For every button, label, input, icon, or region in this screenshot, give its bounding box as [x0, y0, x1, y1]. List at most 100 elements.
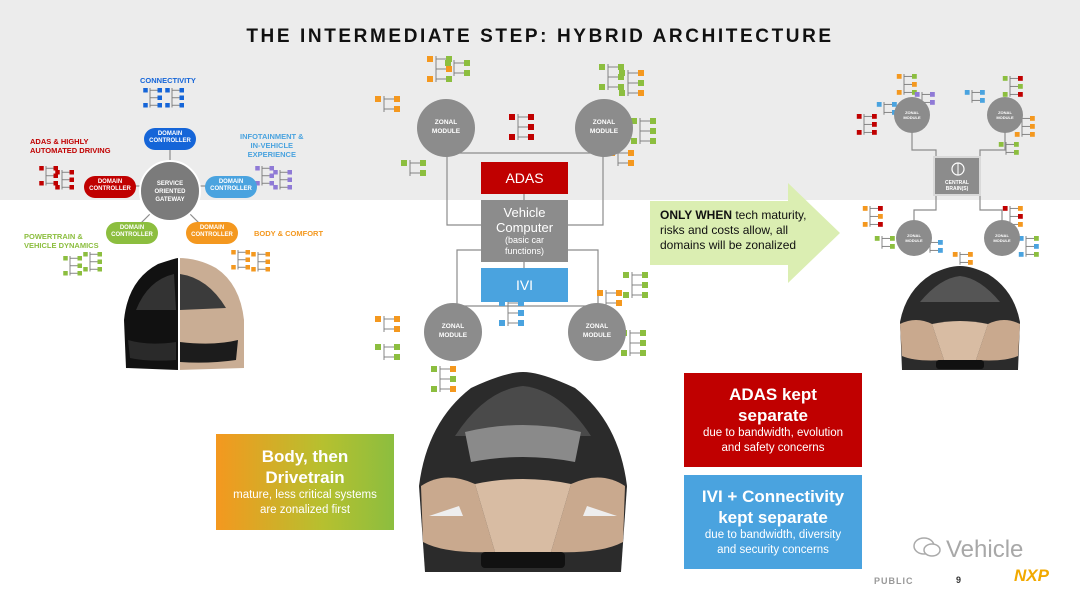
tree-node — [528, 134, 534, 140]
tree-node — [856, 114, 862, 119]
tree-node — [265, 252, 270, 257]
tree-node — [930, 92, 935, 97]
tree-node — [618, 64, 624, 70]
tree-node — [930, 100, 935, 105]
component-tree — [874, 236, 895, 249]
tree-node — [63, 256, 68, 261]
zonal-module-rear-right: ZONAL MODULE — [568, 303, 626, 361]
car-zonal-illustration — [419, 372, 627, 572]
rz-l1: ZONAL — [995, 233, 1009, 238]
tree-node — [874, 236, 880, 241]
transition-bold: ONLY WHEN — [660, 208, 733, 222]
tree-node — [269, 181, 274, 186]
tree-node — [1034, 252, 1039, 257]
tree-node — [420, 170, 426, 176]
tree-node — [980, 98, 985, 103]
component-tree — [431, 366, 456, 392]
ivi-sub-2: and security concerns — [717, 544, 829, 556]
tree-node — [231, 250, 236, 255]
tree-node — [394, 326, 400, 332]
tree-node — [640, 340, 646, 346]
adas-separate-box: ADAS kept separate due to bandwidth, evo… — [684, 373, 862, 467]
soa-line2: ORIENTED — [154, 189, 186, 195]
tree-node — [878, 214, 883, 219]
tree-node — [499, 300, 505, 306]
cb-l1: CENTRAL — [945, 180, 969, 186]
tree-node — [450, 376, 456, 382]
ivi-block: IVI — [481, 268, 568, 302]
tree-node — [872, 130, 877, 135]
wechat-icon — [912, 536, 942, 558]
zonal-line2: MODULE — [582, 332, 612, 339]
tree-node — [143, 88, 148, 93]
tree-node — [427, 56, 433, 62]
component-tree — [39, 166, 58, 186]
zonal-line2: MODULE — [431, 128, 461, 135]
zonal-line1: ZONAL — [585, 323, 609, 330]
tree-node — [97, 252, 102, 257]
tree-node — [179, 95, 184, 100]
watermark-text: Vehicle — [946, 536, 1024, 563]
tree-node — [179, 103, 184, 108]
label-body-comfort: BODY & COMFORT — [254, 229, 324, 238]
transition-arrow — [650, 183, 840, 283]
tree-node — [964, 90, 970, 95]
rz-l1: ZONAL — [905, 110, 919, 115]
ivi-title-1: IVI + Connectivity — [701, 487, 845, 506]
tree-node — [69, 177, 74, 182]
tree-node — [1030, 116, 1035, 121]
tree-node — [1018, 84, 1023, 89]
tree-node — [642, 292, 648, 298]
component-tree — [631, 118, 656, 144]
label-connectivity: CONNECTIVITY — [140, 76, 196, 85]
component-tree — [427, 56, 452, 82]
rz-l1: ZONAL — [907, 233, 921, 238]
tree-node — [255, 181, 260, 186]
tree-node — [231, 265, 236, 270]
dc-text: CONTROLLER — [149, 138, 191, 144]
tree-node — [872, 114, 877, 119]
tree-node — [618, 74, 624, 80]
tree-node — [968, 260, 973, 265]
tree-node — [642, 282, 648, 288]
transition-text: ONLY WHEN tech maturity, risks and costs… — [660, 208, 830, 253]
tree-node — [619, 70, 625, 76]
page-title: THE INTERMEDIATE STEP: HYBRID ARCHITECTU… — [246, 26, 834, 47]
dc-text: DOMAIN — [218, 179, 244, 185]
tree-node — [1018, 236, 1024, 241]
tree-node — [518, 300, 524, 306]
tree-node — [446, 66, 452, 72]
label-powertrain: POWERTRAIN & VEHICLE DYNAMICS — [24, 232, 99, 250]
tree-node — [394, 354, 400, 360]
zonal-line1: ZONAL — [592, 119, 616, 126]
body-title-2: Drivetrain — [265, 468, 345, 487]
tree-node — [1014, 150, 1019, 155]
rz-l2: MODULE — [996, 115, 1014, 120]
tree-node — [872, 122, 877, 127]
dc-text: DOMAIN — [157, 131, 183, 137]
page-number: 9 — [956, 575, 963, 585]
tree-node — [53, 166, 58, 171]
component-tree — [83, 252, 102, 272]
tree-node — [518, 310, 524, 316]
tree-node — [287, 170, 292, 175]
tree-node — [998, 142, 1004, 147]
tree-node — [640, 350, 646, 356]
component-tree — [623, 272, 648, 298]
tree-node — [287, 185, 292, 190]
tree-node — [394, 106, 400, 112]
tree-node — [375, 344, 381, 350]
tree-node — [968, 252, 973, 257]
tree-node — [394, 316, 400, 322]
tree-node — [638, 80, 644, 86]
tree-node — [912, 90, 917, 95]
tree-node — [628, 150, 634, 156]
vc-sub1: (basic car — [504, 235, 544, 245]
dc-text: DOMAIN — [97, 179, 123, 185]
component-tree — [509, 114, 534, 140]
